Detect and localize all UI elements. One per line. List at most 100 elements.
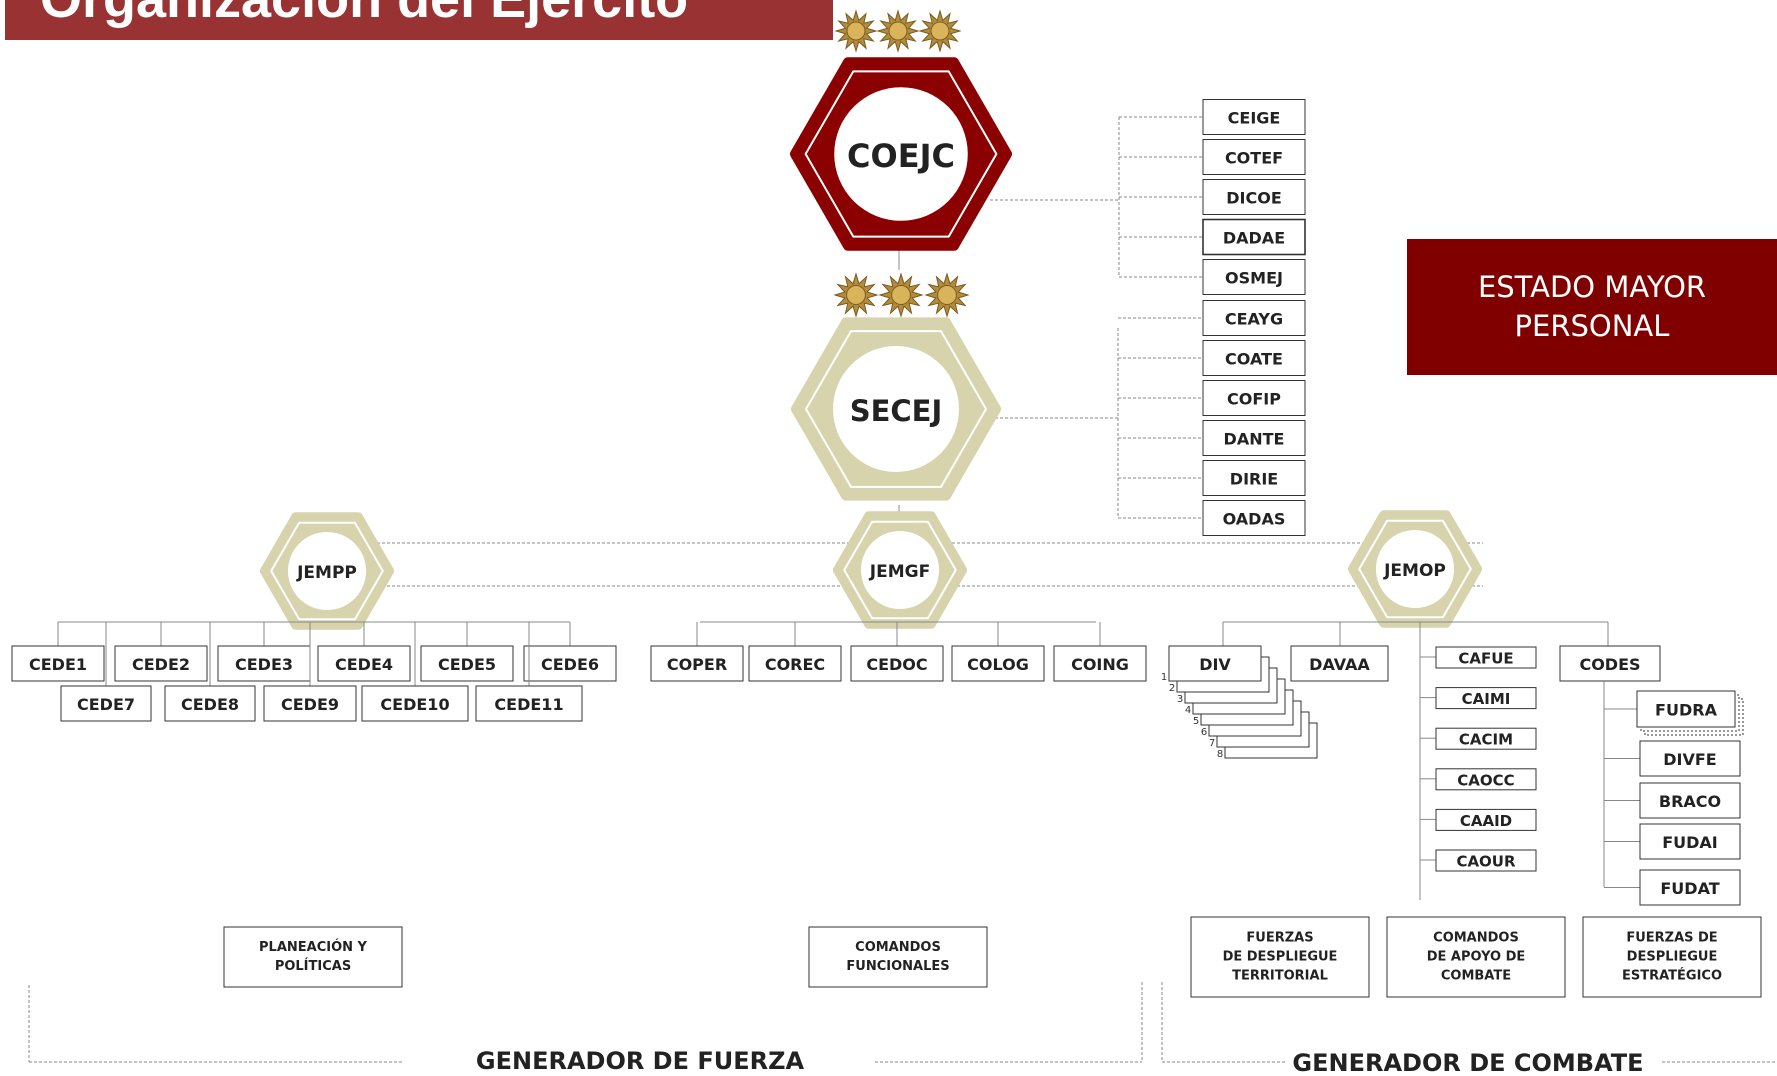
coejc-unit-cotef-box (1202, 139, 1306, 175)
support-unit-caaid-box (1435, 808, 1537, 831)
codes-unit-divfe-label: DIVFE (1663, 750, 1716, 769)
category-strategic-label: DESPLIEGUE (1627, 950, 1718, 965)
category-territorial-label: DE DESPLIEGUE (1223, 950, 1338, 965)
coejc-unit-osmej-box (1202, 259, 1306, 295)
jemgf-label: JEMGF (869, 562, 930, 582)
div-stack-number: 4 (1185, 705, 1191, 716)
jemgf-unit-colog-label: COLOG (967, 655, 1029, 674)
jempp-unit-cede2-label: CEDE2 (132, 655, 190, 674)
div-unit-label: DIV (1199, 655, 1231, 674)
jempp-unit-cede11-label: CEDE11 (494, 695, 563, 714)
support-unit-caocc-box (1435, 768, 1537, 791)
davaa-unit-label: DAVAA (1309, 655, 1370, 674)
jempp-unit-cede6-label: CEDE6 (541, 655, 599, 674)
jempp-label: JEMPP (296, 563, 357, 583)
div-stack-number: 1 (1161, 672, 1167, 683)
coejc-unit-dadae-box (1202, 218, 1306, 256)
jempp-unit-cede8-label: CEDE8 (181, 695, 239, 714)
jempp-unit-cede4-box (317, 645, 411, 682)
div-stack-number: 5 (1193, 716, 1199, 727)
category-functional-label: FUNCIONALES (846, 959, 949, 974)
codes-unit-fudat-box (1639, 869, 1741, 906)
div-stack-number: 8 (1217, 749, 1223, 760)
jemgf-unit-coing-box (1053, 645, 1147, 682)
category-strategic-label: ESTRATÉGICO (1622, 968, 1722, 984)
rank-star-center (888, 21, 908, 41)
jempp-unit-cede9-label: CEDE9 (281, 695, 339, 714)
codes-unit-divfe-box (1639, 740, 1741, 777)
category-territorial-box (1190, 916, 1370, 998)
jempp-unit-cede7-box (60, 685, 152, 722)
secej-unit-coate-label: COATE (1225, 350, 1283, 369)
coejc-unit-ceige-label: CEIGE (1228, 109, 1281, 128)
secej-unit-dante-box (1202, 420, 1306, 456)
force-generator-label: GENERADOR DE FUERZA (476, 1047, 805, 1075)
secej-unit-coate-box (1202, 340, 1306, 376)
rank-star-icon (876, 9, 920, 53)
jempp-unit-cede9-box (263, 685, 357, 722)
rank-star-center (846, 21, 866, 41)
jempp-unit-cede10-box (361, 685, 469, 722)
category-combat-support-label: COMBATE (1441, 969, 1511, 984)
support-unit-caimi-label: CAIMI (1462, 690, 1511, 708)
category-combat-support-label: COMANDOS (1433, 931, 1519, 946)
rank-star-icon (918, 9, 962, 53)
codes-unit-fudra-label: FUDRA (1655, 701, 1718, 720)
rank-star-icon (878, 272, 924, 318)
combat-generator-label: GENERADOR DE COMBATE (1292, 1049, 1643, 1076)
coejc-hexagon-inner (804, 70, 998, 238)
jemgf-unit-cedoc-box (850, 645, 944, 682)
category-functional-box (808, 926, 988, 988)
rank-star-center (891, 285, 911, 305)
secej-label: SECEJ (850, 394, 943, 428)
page-title: Organización del Ejército (40, 0, 688, 26)
jempp-unit-cede8-box (164, 685, 256, 722)
rank-star-icon (834, 9, 878, 53)
jemgf-unit-colog-box (951, 645, 1045, 682)
support-unit-caaid-label: CAAID (1460, 812, 1512, 830)
secej-unit-oadas-label: OADAS (1223, 510, 1286, 529)
jempp-unit-cede5-label: CEDE5 (438, 655, 496, 674)
jemop-hexagon-inner (1358, 519, 1472, 619)
category-planning-label: POLÍTICAS (275, 958, 351, 974)
secej-circle (833, 346, 959, 472)
rank-star-icon (924, 272, 970, 318)
jempp-unit-cede2-box (114, 645, 208, 682)
div-stack-number: 7 (1209, 738, 1215, 749)
rank-star-center (846, 285, 866, 305)
div-stack-number: 6 (1201, 727, 1207, 738)
codes-unit-fudai-label: FUDAI (1662, 833, 1718, 852)
coejc-circle (834, 87, 968, 221)
jemgf-unit-coper-label: COPER (667, 655, 727, 674)
secej-unit-dirie-box (1202, 460, 1306, 496)
support-unit-caour-box (1435, 849, 1537, 872)
jemgf-circle (860, 530, 940, 610)
rank-star-center (930, 21, 950, 41)
jemop-label: JEMOP (1383, 561, 1446, 581)
estado-mayor-panel: ESTADO MAYOR PERSONAL (1407, 239, 1777, 375)
category-combat-support-box (1386, 916, 1566, 998)
secej-unit-ceayg-label: CEAYG (1225, 310, 1283, 329)
coejc-label: COEJC (847, 137, 955, 175)
estado-mayor-label: ESTADO MAYOR PERSONAL (1477, 269, 1707, 343)
jemgf-unit-coper-box (650, 645, 744, 682)
support-unit-caour-label: CAOUR (1456, 853, 1516, 871)
support-unit-cacim-box (1435, 727, 1537, 750)
secej-unit-dirie-label: DIRIE (1230, 470, 1278, 489)
support-unit-cacim-label: CACIM (1459, 731, 1513, 749)
jempp-unit-cede3-box (217, 645, 311, 682)
jempp-unit-cede1-box (11, 645, 105, 682)
jempp-unit-cede11-box (475, 685, 583, 722)
support-unit-cafue-label: CAFUE (1458, 650, 1513, 668)
coejc-unit-dadae-label: DADAE (1223, 229, 1285, 248)
codes-unit-braco-box (1639, 782, 1741, 819)
jemop-circle (1375, 529, 1455, 609)
jemgf-hexagon-inner (843, 520, 957, 620)
category-territorial-label: FUERZAS (1246, 931, 1313, 946)
jempp-unit-cede10-label: CEDE10 (380, 695, 449, 714)
jempp-hexagon-inner (270, 521, 384, 621)
support-unit-caimi-box (1435, 687, 1537, 710)
title-bar: Organización del Ejército (5, 0, 833, 40)
secej-unit-dante-label: DANTE (1224, 430, 1285, 449)
jemgf-unit-cedoc-label: CEDOC (866, 655, 927, 674)
